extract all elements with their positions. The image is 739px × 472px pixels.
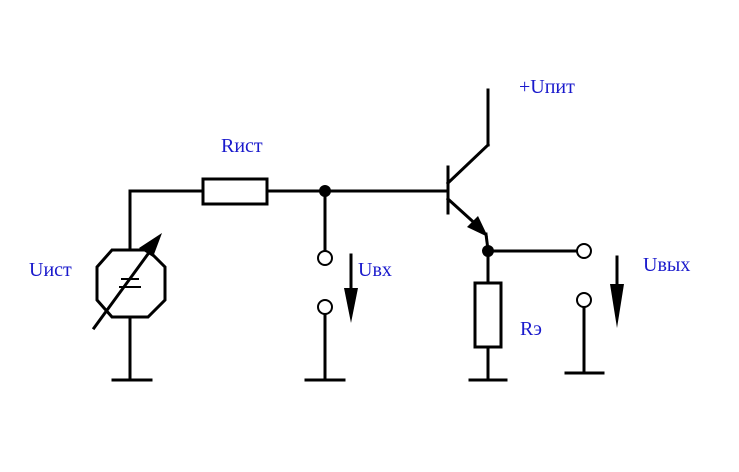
variable-arrow-icon bbox=[91, 233, 162, 331]
voltage-source bbox=[95, 189, 167, 382]
input-terminal-top bbox=[317, 250, 333, 266]
output-voltage-label: Uвых bbox=[643, 254, 691, 276]
source-resistor bbox=[201, 177, 269, 206]
emitter-arrow-icon bbox=[467, 216, 488, 237]
transistor bbox=[445, 88, 491, 252]
emitter-resistor-label: Rэ bbox=[520, 318, 542, 340]
source-label: Uист bbox=[29, 259, 72, 281]
input-terminals bbox=[304, 189, 346, 382]
input-voltage-arrow-icon bbox=[344, 253, 358, 323]
output-terminal-bottom bbox=[576, 292, 592, 308]
supply-label: +Uпит bbox=[519, 76, 575, 98]
output-voltage-arrow-icon bbox=[610, 255, 624, 328]
output-terminal-top bbox=[576, 243, 592, 259]
input-terminal-bottom bbox=[317, 299, 333, 315]
input-voltage-label: Uвх bbox=[358, 259, 392, 281]
emitter-resistor bbox=[473, 281, 503, 349]
source-resistor-label: Rист bbox=[221, 135, 263, 157]
